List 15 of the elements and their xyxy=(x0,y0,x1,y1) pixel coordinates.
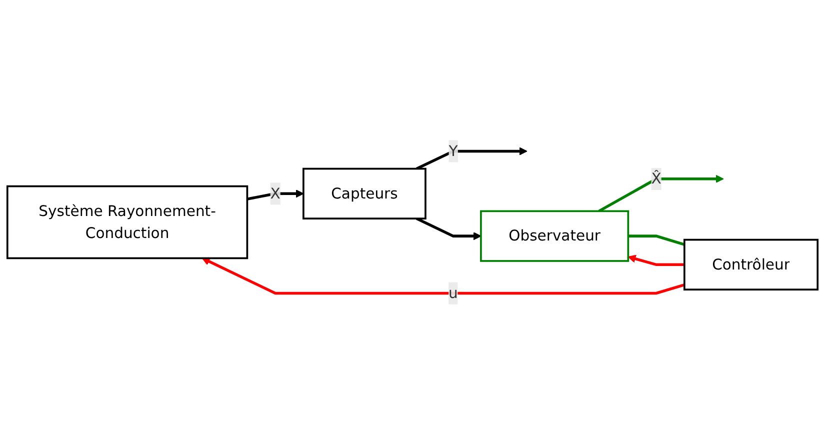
arrow xyxy=(202,257,685,294)
edge-label: u xyxy=(448,284,458,302)
node-box: Système Rayonnement-Conduction xyxy=(6,184,248,259)
edge-label: Y xyxy=(448,142,458,160)
edge-label: X xyxy=(270,184,280,202)
edge-label: X̂ xyxy=(651,169,662,187)
node-box: Capteurs xyxy=(302,167,426,220)
arrow xyxy=(628,254,684,266)
connector xyxy=(628,234,685,246)
node-box: Contrôleur xyxy=(684,238,819,290)
arrow xyxy=(416,146,528,170)
node-box: Observateur xyxy=(480,210,630,262)
arrow xyxy=(416,216,482,240)
arrow xyxy=(598,174,724,212)
arrow xyxy=(246,189,304,200)
